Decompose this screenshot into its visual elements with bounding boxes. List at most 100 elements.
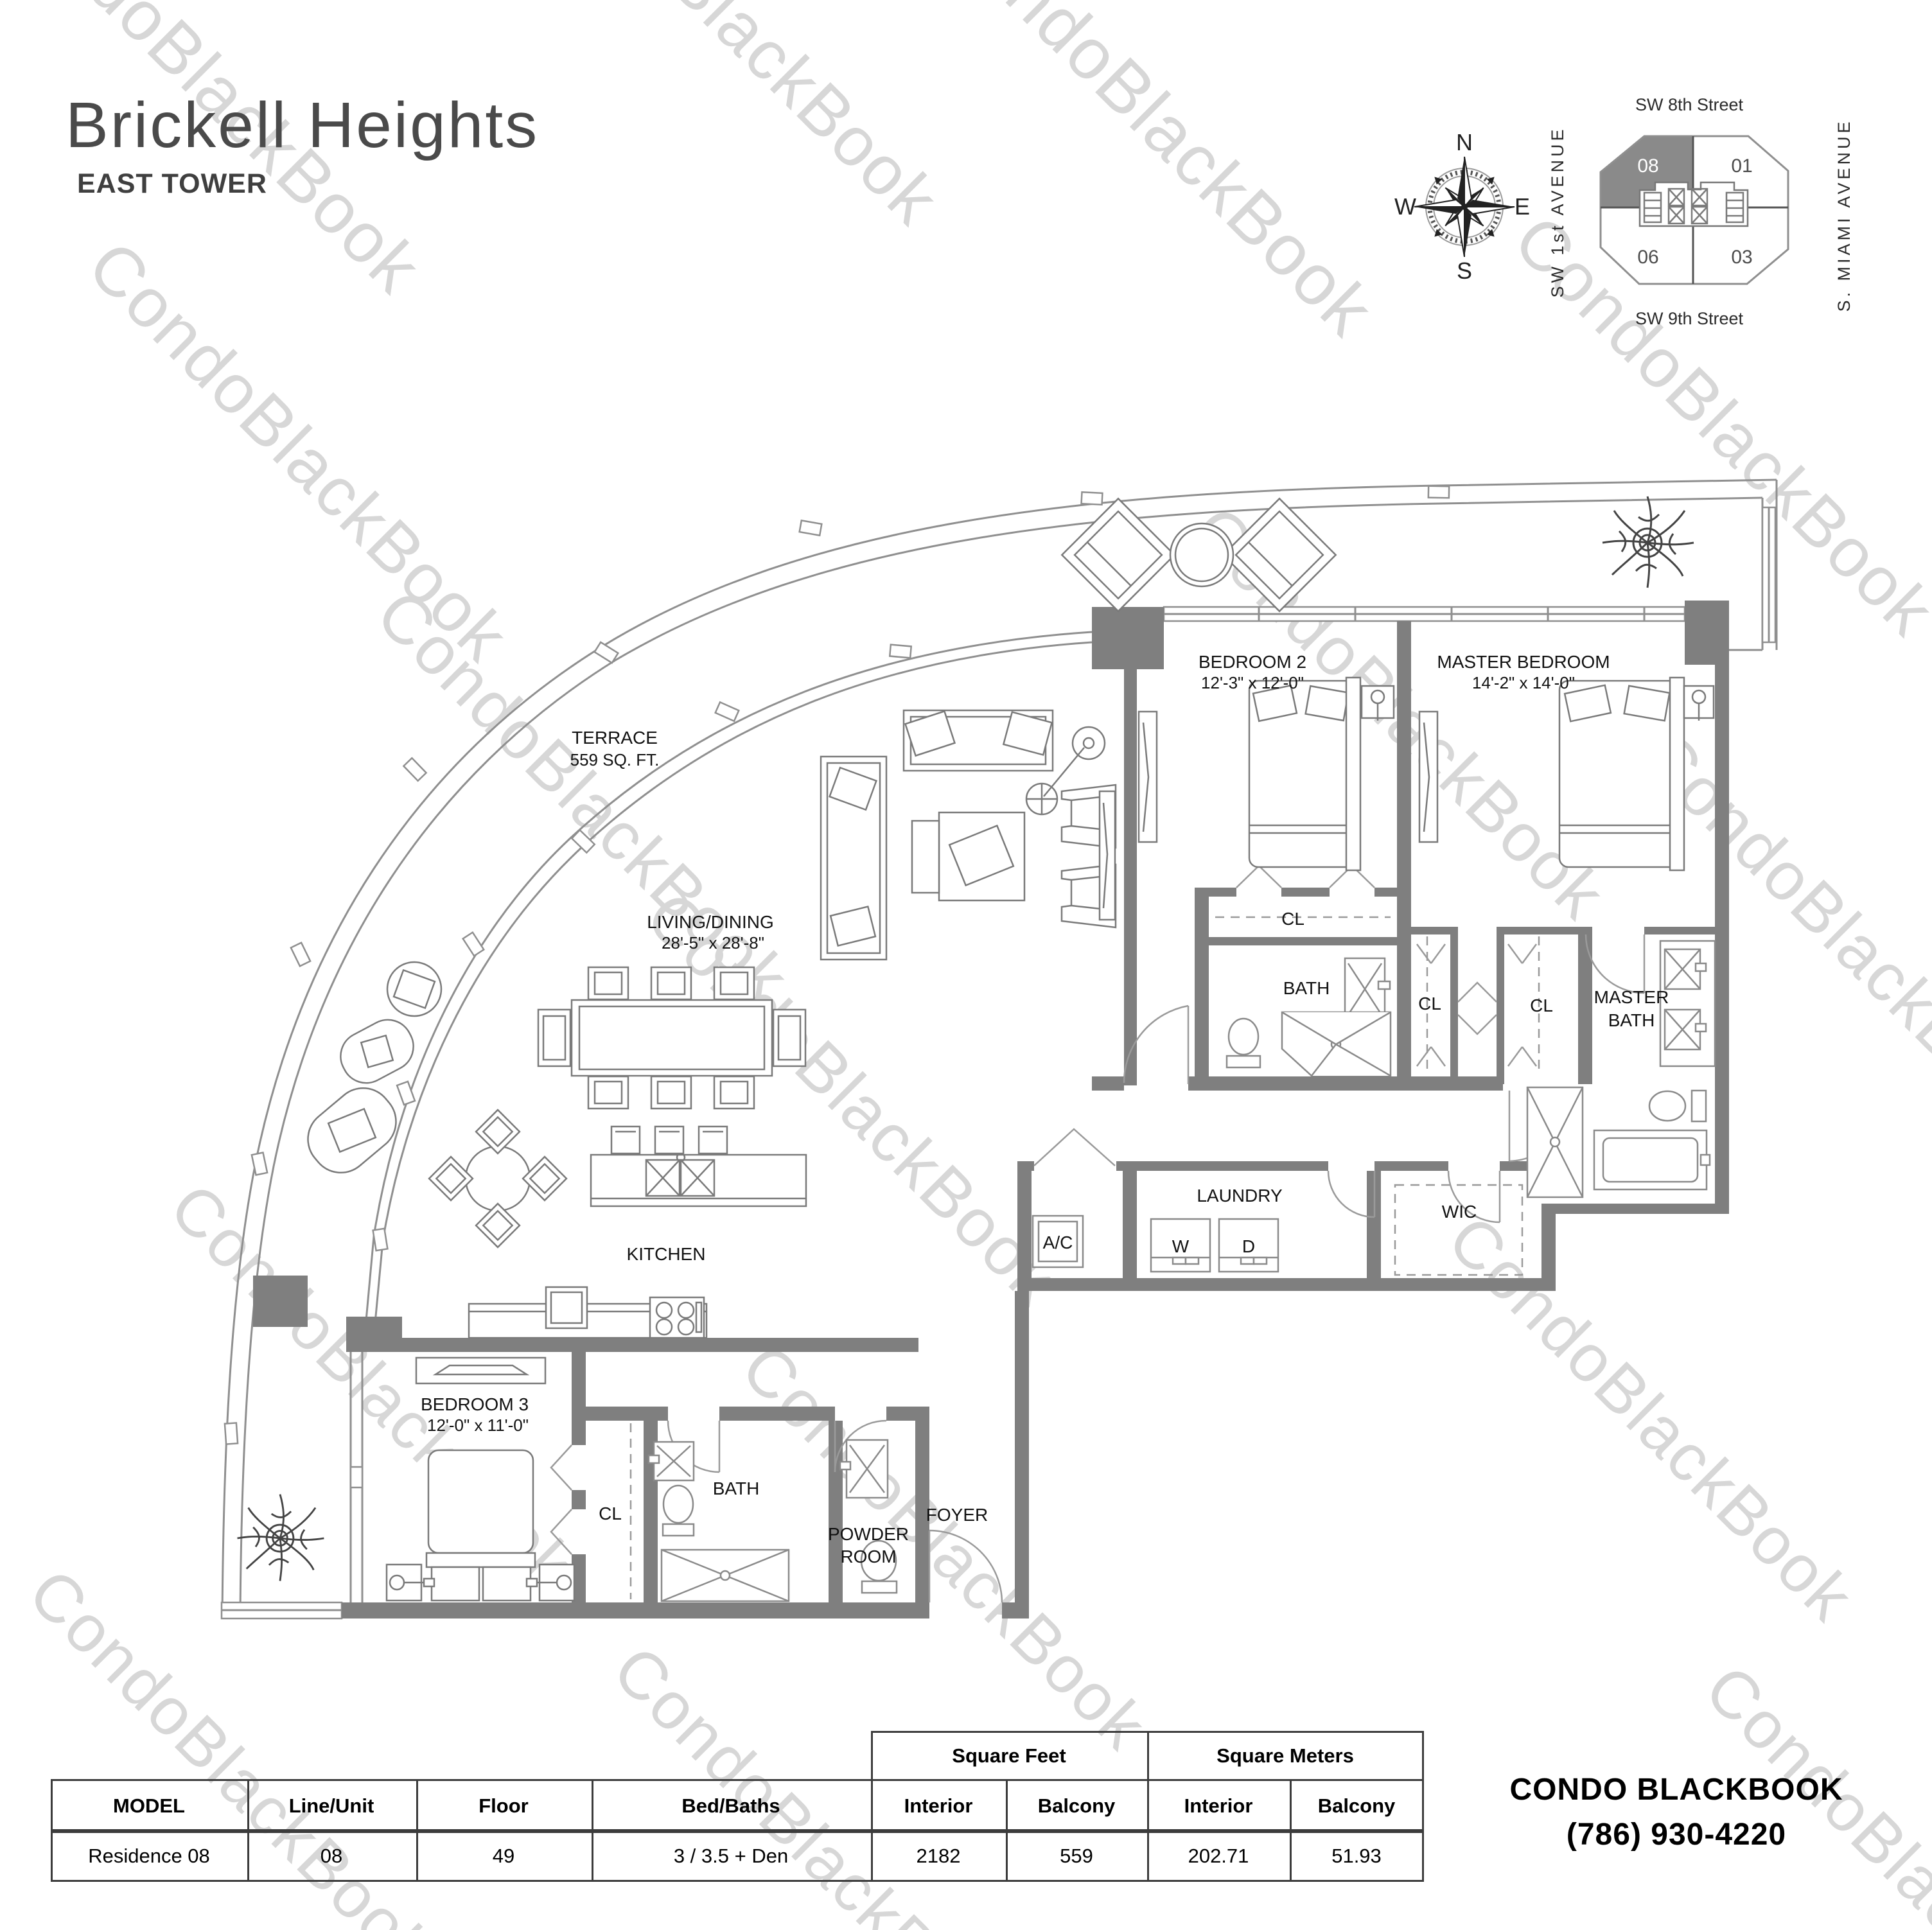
wall-segment	[1497, 927, 1504, 1084]
wall-segment	[1578, 927, 1592, 1084]
lounge-chair-icon	[1060, 497, 1176, 613]
wall-segment	[1002, 1602, 1029, 1619]
closet-label: CL	[599, 1504, 622, 1523]
wall-segment	[342, 1602, 929, 1619]
wall-segment	[915, 1421, 929, 1602]
window-wall	[220, 506, 1777, 1620]
stove-icon	[649, 1296, 705, 1339]
phone-number: (786) 930-4220	[1566, 1817, 1787, 1852]
wall-segment	[1556, 1204, 1729, 1214]
sofa-icon	[820, 755, 888, 961]
washer-label: W	[1172, 1236, 1190, 1256]
sofa-icon	[902, 709, 1054, 772]
cell-line-unit: 08	[320, 1845, 343, 1867]
wall-segment	[886, 1407, 929, 1421]
bathtub-icon	[1593, 1129, 1711, 1191]
dining-armchair-icon	[537, 1008, 572, 1067]
cell-interior-sm: 202.71	[1188, 1845, 1249, 1867]
col-header-model: MODEL	[113, 1794, 185, 1817]
door-swing	[928, 1529, 1003, 1603]
nightstand-icon	[525, 1563, 575, 1602]
wall-segment	[1017, 1278, 1556, 1291]
terrace-label: TERRACE	[572, 728, 658, 748]
living-furniture	[820, 709, 1117, 961]
door-swing	[834, 1419, 887, 1473]
wall-segment	[1715, 665, 1729, 1214]
wall-segment	[1017, 1161, 1034, 1171]
bifold-door	[1507, 943, 1538, 1067]
unit-03-label: 03	[1731, 247, 1752, 268]
wall-segment	[1367, 1171, 1381, 1291]
shower-icon	[660, 1548, 790, 1602]
toilet-icon	[662, 1484, 695, 1537]
window-joint	[372, 644, 913, 1252]
site-map: 08 01 06 03 SW 8th Street SW 9th Street …	[1548, 95, 1854, 328]
chaise-icon	[307, 1087, 397, 1174]
master-bath-label: MASTER	[1594, 987, 1669, 1007]
wall-segment	[1195, 888, 1209, 1085]
avenue-left-label: SW 1st AVENUE	[1548, 126, 1567, 297]
wall-segment	[572, 1490, 586, 1509]
nightstand-icon	[1683, 685, 1715, 721]
cell-model: Residence 08	[88, 1845, 210, 1867]
bed-icon	[1558, 676, 1685, 872]
bedroom2-dims: 12'-3" x 12'-0"	[1201, 673, 1304, 692]
wall-segment	[572, 1338, 586, 1445]
cell-balcony-sf: 559	[1060, 1845, 1093, 1867]
dining-chair-icon	[587, 966, 629, 1001]
wall-segment	[1092, 1076, 1124, 1091]
compass-e-label: E	[1515, 193, 1530, 220]
sink-icon	[1344, 957, 1391, 1021]
double-vanity-icon	[1659, 940, 1716, 1067]
compass-rose-icon: N E S W	[1394, 129, 1530, 284]
bed-icon	[1248, 676, 1362, 872]
toilet-icon	[860, 1540, 898, 1594]
bedroom2-label: BEDROOM 2	[1199, 652, 1306, 672]
closet-label: CL	[1530, 996, 1553, 1015]
tower-subtitle: EAST TOWER	[77, 168, 267, 199]
master-bedroom-label: MASTER BEDROOM	[1437, 652, 1610, 672]
terrace-table-icon	[1169, 522, 1234, 588]
wall-segment	[1450, 927, 1458, 1084]
brand-name: CONDO BLACKBOOK	[1509, 1773, 1843, 1807]
col-header-interior-sf: Interior	[904, 1794, 973, 1817]
bifold-door	[1416, 943, 1446, 1067]
wall-segment	[1541, 1204, 1556, 1288]
dining-chair-icon	[650, 1075, 692, 1110]
bifold-door	[550, 1444, 572, 1555]
media-console-icon	[415, 1356, 547, 1385]
refrigerator-icon	[545, 1286, 588, 1329]
street-top-label: SW 8th Street	[1635, 95, 1744, 114]
unit-06-label: 06	[1637, 247, 1658, 268]
bed-icon	[425, 1449, 536, 1602]
wall-segment	[1209, 888, 1236, 897]
dresser-icon	[1137, 710, 1158, 843]
cell-balcony-sm: 51.93	[1331, 1845, 1382, 1867]
contact-block: CONDO BLACKBOOK (786) 930-4220	[1458, 1768, 1895, 1857]
bedroom-furniture	[385, 676, 1715, 1602]
dining-armchair-icon	[772, 1008, 807, 1067]
col-header-line-unit: Line/Unit	[288, 1794, 374, 1817]
column	[346, 1317, 402, 1352]
dining-chair-icon	[713, 1075, 755, 1110]
terrace-pillar	[253, 1276, 308, 1327]
ac-label: A/C	[1043, 1233, 1073, 1252]
col-header-floor: Floor	[479, 1794, 529, 1817]
wall-segment	[1374, 888, 1397, 897]
dining-chair-icon	[650, 966, 692, 1001]
rail-joint	[224, 485, 1450, 1445]
project-title: Brickell Heights	[66, 89, 540, 161]
bedroom3-label: BEDROOM 3	[421, 1394, 529, 1414]
terrace-furniture	[237, 496, 1694, 1581]
door-swing	[1447, 1170, 1501, 1224]
terrace-dining-set-icon	[428, 1109, 568, 1249]
dryer-label: D	[1242, 1236, 1255, 1256]
door-swing	[1585, 934, 1646, 994]
wall-segment	[1411, 927, 1450, 934]
group-header-square-feet: Square Feet	[952, 1744, 1066, 1767]
wall-segment	[402, 1338, 918, 1352]
wall-segment	[572, 1554, 586, 1602]
toilet-icon	[1225, 1017, 1261, 1069]
col-header-balcony-sf: Balcony	[1037, 1794, 1116, 1817]
